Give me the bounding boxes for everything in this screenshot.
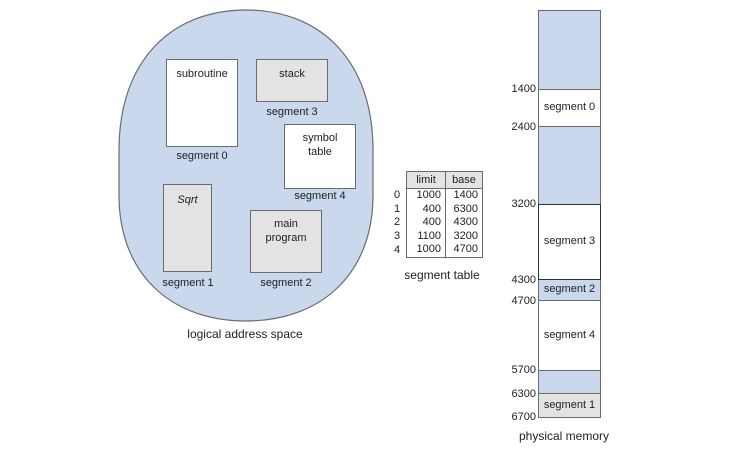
address-label: 2400 xyxy=(511,121,536,133)
limit-cell: 1000 xyxy=(406,243,446,258)
symbol-table-label-line1: symbol xyxy=(302,132,338,144)
limit-cell: 1100 xyxy=(406,229,446,243)
address-label: 4700 xyxy=(511,295,536,307)
table-row: 1 400 6300 xyxy=(394,202,483,216)
limit-cell: 400 xyxy=(406,202,446,216)
row-index: 2 xyxy=(394,216,401,229)
memory-block-label: segment 4 xyxy=(543,328,596,341)
segment-table-caption: segment table xyxy=(404,268,480,282)
segment-1-label: segment 1 xyxy=(162,277,214,289)
main-program-label-line2: program xyxy=(265,232,307,244)
symbol-table-label-line2: table xyxy=(308,146,332,158)
row-index: 3 xyxy=(394,229,401,242)
address-label: 6300 xyxy=(511,388,536,400)
base-cell: 4300 xyxy=(445,216,483,230)
limit-cell: 400 xyxy=(406,216,446,230)
segment-table: limit base 0 1000 1400 1 400 6300 2 400 … xyxy=(394,171,483,258)
table-row: 0 1000 1400 xyxy=(394,188,483,203)
row-index: 4 xyxy=(394,243,401,256)
segment-3-label: segment 3 xyxy=(266,106,318,118)
address-label: 5700 xyxy=(511,364,536,376)
logical-address-space-caption: logical address space xyxy=(187,327,303,341)
address-label: 4300 xyxy=(511,274,536,286)
physical-memory-caption: physical memory xyxy=(518,429,610,443)
memory-block-segment-1: segment 1 xyxy=(538,394,601,418)
row-index: 1 xyxy=(394,202,401,215)
index-header xyxy=(394,172,407,189)
main-program-segment-box: main program xyxy=(250,210,322,273)
table-row: 4 1000 4700 xyxy=(394,243,483,258)
base-header: base xyxy=(445,171,483,189)
table-row: 3 1100 3200 xyxy=(394,229,483,243)
symbol-table-segment-box: symbol table xyxy=(284,124,356,189)
memory-block-segment-3: segment 3 xyxy=(538,204,601,280)
stack-segment-box: stack xyxy=(256,59,328,102)
memory-block-label: segment 0 xyxy=(543,101,596,113)
base-cell: 1400 xyxy=(445,188,483,203)
address-label: 3200 xyxy=(511,198,536,210)
memory-block-free xyxy=(538,127,601,204)
memory-block-free xyxy=(538,10,601,90)
memory-block-segment-4: segment 4 xyxy=(538,301,601,370)
sqrt-segment-box: Sqrt xyxy=(163,184,212,272)
subroutine-label: subroutine xyxy=(176,68,228,80)
address-label: 6700 xyxy=(511,411,536,423)
memory-block-label: segment 1 xyxy=(543,398,596,411)
memory-block-free xyxy=(538,370,601,394)
memory-block-label: segment 2 xyxy=(543,283,596,295)
main-program-label-line1: main xyxy=(274,218,298,230)
segment-4-label: segment 4 xyxy=(294,190,346,202)
segment-2-label: segment 2 xyxy=(260,277,312,289)
memory-block-segment-2: segment 2 xyxy=(538,280,601,301)
limit-header: limit xyxy=(406,171,446,189)
sqrt-label: Sqrt xyxy=(177,194,198,206)
base-cell: 6300 xyxy=(445,202,483,216)
base-cell: 3200 xyxy=(445,229,483,243)
memory-block-label: segment 3 xyxy=(543,235,596,247)
segment-0-label: segment 0 xyxy=(176,150,228,162)
subroutine-segment-box: subroutine xyxy=(166,59,238,147)
limit-cell: 1000 xyxy=(406,188,446,203)
address-label: 1400 xyxy=(511,83,536,95)
memory-block-segment-0: segment 0 xyxy=(538,89,601,127)
base-cell: 4700 xyxy=(445,243,483,258)
stack-label: stack xyxy=(279,68,305,80)
row-index: 0 xyxy=(394,189,401,201)
table-row: 2 400 4300 xyxy=(394,216,483,230)
